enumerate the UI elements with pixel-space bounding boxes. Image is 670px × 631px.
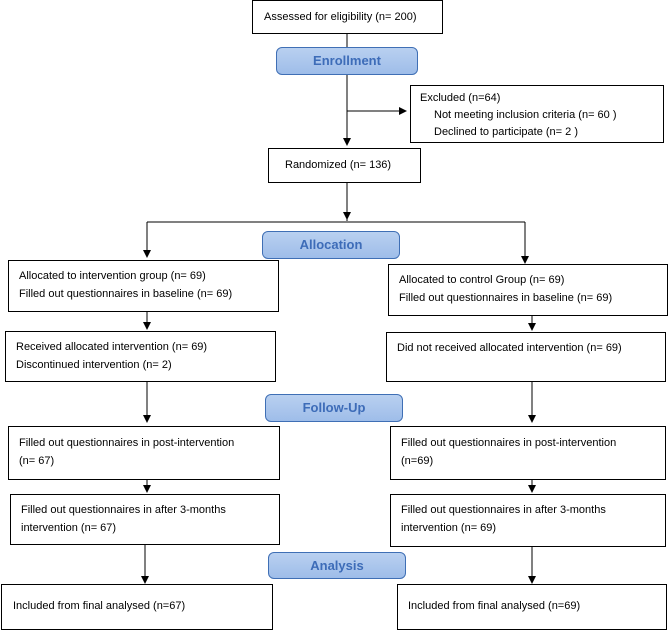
control-after3-box: Filled out questionnaires in after 3-mon…: [390, 494, 666, 547]
intervention-discontinued-line: Discontinued intervention (n= 2): [16, 359, 172, 371]
randomized-label: Randomized (n= 136): [285, 159, 392, 171]
control-analysed-line: Included from final analysed (n=69): [408, 600, 581, 612]
intervention-after3-box: Filled out questionnaires in after 3-mon…: [10, 494, 280, 545]
control-received-box: Did not received allocated intervention …: [386, 332, 666, 382]
control-baseline-line: Filled out questionnaires in baseline (n…: [399, 292, 613, 304]
intervention-allocated-box: Allocated to intervention group (n= 69) …: [8, 260, 279, 312]
intervention-received-line: Received allocated intervention (n= 69): [16, 341, 208, 353]
assessed-box: Assessed for eligibility (n= 200): [252, 0, 443, 34]
stage-enrollment: Enrollment: [276, 47, 418, 75]
intervention-analysed-box: Included from final analysed (n=67): [1, 584, 273, 630]
excluded-item: Not meeting inclusion criteria (n= 60 ): [434, 109, 617, 121]
control-allocated-line: Allocated to control Group (n= 69): [399, 274, 565, 286]
excluded-box: Excluded (n=64) Not meeting inclusion cr…: [410, 85, 664, 143]
intervention-post-line: Filled out questionnaires in post-interv…: [19, 437, 235, 449]
intervention-after3-count: intervention (n= 67): [21, 522, 117, 534]
randomized-box: Randomized (n= 136): [268, 148, 421, 183]
intervention-post-count: (n= 67): [19, 455, 55, 467]
excluded-title: Excluded (n=64): [420, 92, 501, 104]
assessed-label: Assessed for eligibility (n= 200): [264, 11, 417, 23]
control-post-line: Filled out questionnaires in post-interv…: [401, 437, 617, 449]
stage-allocation: Allocation: [262, 231, 400, 259]
stage-follow-up: Follow-Up: [265, 394, 403, 422]
control-post-box: Filled out questionnaires in post-interv…: [390, 426, 666, 480]
control-after3-count: intervention (n= 69): [401, 522, 497, 534]
intervention-baseline-line: Filled out questionnaires in baseline (n…: [19, 288, 233, 300]
control-allocated-box: Allocated to control Group (n= 69) Fille…: [388, 264, 668, 316]
excluded-item: Declined to participate (n= 2 ): [434, 126, 578, 138]
intervention-allocated-line: Allocated to intervention group (n= 69): [19, 270, 206, 282]
control-post-count: (n=69): [401, 455, 434, 467]
intervention-after3-line: Filled out questionnaires in after 3-mon…: [21, 504, 226, 516]
control-received-line: Did not received allocated intervention …: [397, 342, 622, 354]
intervention-analysed-line: Included from final analysed (n=67): [13, 600, 186, 612]
stage-analysis: Analysis: [268, 552, 406, 579]
intervention-received-box: Received allocated intervention (n= 69) …: [5, 331, 276, 382]
control-analysed-box: Included from final analysed (n=69): [397, 584, 667, 630]
control-after3-line: Filled out questionnaires in after 3-mon…: [401, 504, 606, 516]
intervention-post-box: Filled out questionnaires in post-interv…: [8, 426, 280, 480]
